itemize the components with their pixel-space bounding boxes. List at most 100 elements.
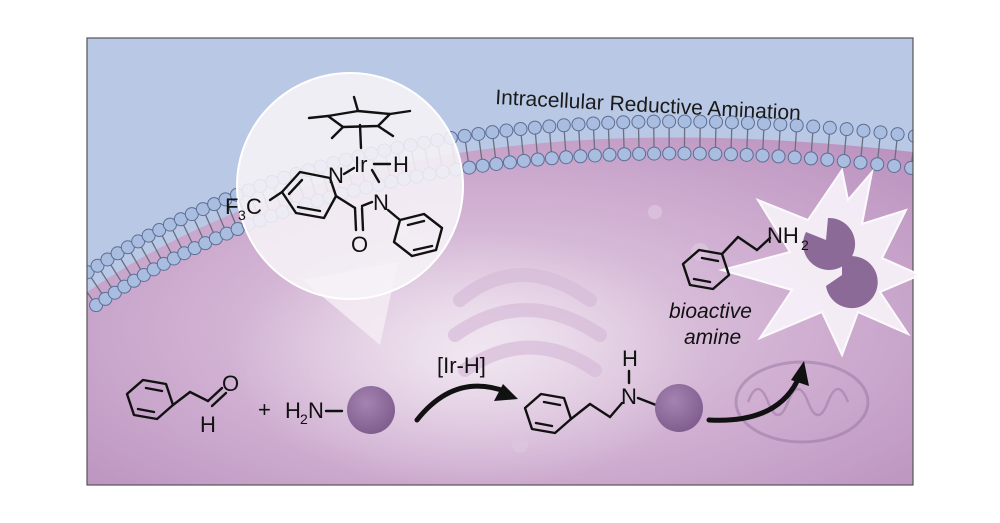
lipid-head xyxy=(544,151,559,166)
cp-star-ring xyxy=(326,109,392,129)
lipid-head xyxy=(708,146,723,161)
lipid-head xyxy=(587,148,602,163)
lipid-head xyxy=(586,116,601,131)
lipid-head xyxy=(646,114,661,129)
lipid-head xyxy=(677,146,692,161)
lipid-head xyxy=(516,153,531,168)
aldehyde-h-label: H xyxy=(200,412,216,437)
lipid-head xyxy=(559,150,574,165)
lipid-head xyxy=(485,125,500,140)
lipid-head xyxy=(632,146,647,161)
lipid-head xyxy=(693,114,708,129)
lipid-head xyxy=(573,149,588,164)
amine-h: H xyxy=(285,398,301,423)
lipid-head xyxy=(839,122,854,137)
bound-product: N H xyxy=(523,346,703,435)
lipid-head xyxy=(457,128,472,143)
lipid-head xyxy=(617,147,632,162)
lipid-head xyxy=(773,117,788,132)
cf3-subscript: 3 xyxy=(238,207,246,223)
caption-amine: amine xyxy=(684,326,741,349)
pyridine-n-label: N xyxy=(328,163,344,188)
lipid-head xyxy=(907,129,913,143)
amine-n: N xyxy=(308,398,324,423)
cf3-f: F xyxy=(225,194,238,219)
lipid-head xyxy=(110,246,125,261)
bead-product xyxy=(655,384,703,432)
lipid-head xyxy=(806,119,821,134)
panel-border xyxy=(86,37,914,486)
aldehyde-o-label: O xyxy=(222,371,239,396)
lipid-head xyxy=(90,258,105,273)
lipid-head xyxy=(724,115,739,130)
lipid-head xyxy=(556,118,571,133)
released-benzene-ring xyxy=(681,248,731,291)
lipid-head xyxy=(873,125,888,140)
lipid-head xyxy=(631,114,646,129)
lipid-head xyxy=(616,115,631,130)
release-burst xyxy=(718,167,923,358)
lipid-head xyxy=(723,147,738,162)
lipid-head xyxy=(542,119,557,134)
iridium-catalyst: Ir H N F 3 C O N xyxy=(225,95,444,258)
golgi-organelle xyxy=(448,268,607,377)
lipid-head xyxy=(820,152,835,167)
carbonyl-o-label: O xyxy=(351,232,368,257)
lipid-head xyxy=(662,114,677,129)
lipid-head xyxy=(853,155,868,170)
phenylacetaldehyde: O H xyxy=(125,371,239,437)
lipid-head xyxy=(471,126,486,141)
amine-subscript: 2 xyxy=(300,411,308,427)
caption-bioactive: bioactive xyxy=(669,300,752,323)
reaction-arrow-1 xyxy=(414,383,518,423)
lipid-head xyxy=(787,150,802,165)
amine-bead: H 2 N xyxy=(285,386,395,434)
lipid-head xyxy=(757,116,772,131)
lipid-head xyxy=(789,118,804,133)
bead-fragment-lower xyxy=(826,256,878,309)
lipid-head xyxy=(836,154,851,169)
lipid-head xyxy=(120,240,135,255)
cf3-c: C xyxy=(246,194,262,219)
nh2-subscript: 2 xyxy=(801,237,809,253)
product-n-label: N xyxy=(621,384,637,409)
n-phenyl-ring xyxy=(392,212,444,258)
lipid-head xyxy=(100,252,115,267)
bead-fragment-upper xyxy=(803,217,856,270)
release-arrow xyxy=(706,361,809,423)
lipid-head xyxy=(692,146,707,161)
plus-sign: + xyxy=(258,397,271,422)
lipid-head xyxy=(71,272,84,285)
lipid-head xyxy=(499,123,514,138)
lipid-head xyxy=(755,148,770,163)
iridium-label: Ir xyxy=(354,152,367,177)
reagent-label: [Ir-H] xyxy=(437,353,486,378)
lipid-head xyxy=(887,158,902,173)
lipid-head xyxy=(571,117,586,132)
lipid-head xyxy=(856,123,871,138)
lipid-head xyxy=(822,120,837,135)
lipid-head xyxy=(870,157,885,172)
lipid-head xyxy=(662,146,677,161)
lipid-head xyxy=(709,114,724,129)
lipid-head xyxy=(513,122,528,137)
lipid-head xyxy=(803,151,818,166)
lipid-head xyxy=(647,146,662,161)
lipid-head xyxy=(527,120,542,135)
lipid-head xyxy=(602,147,617,162)
lipid-head xyxy=(904,160,913,175)
magnifier-callout xyxy=(236,72,464,345)
lipid-head xyxy=(489,156,504,171)
lipid-head xyxy=(890,127,905,142)
lipid-head xyxy=(530,152,545,167)
nh2-label: NH xyxy=(767,223,799,248)
lipid-head xyxy=(740,115,755,130)
lipid-head xyxy=(771,149,786,164)
hydride-label: H xyxy=(393,152,409,177)
bead-reactant xyxy=(347,386,395,434)
lipid-head xyxy=(601,115,616,130)
lipid-head xyxy=(739,147,754,162)
product-h-label: H xyxy=(622,346,638,371)
released-amine: NH 2 bioactive amine xyxy=(669,223,809,349)
